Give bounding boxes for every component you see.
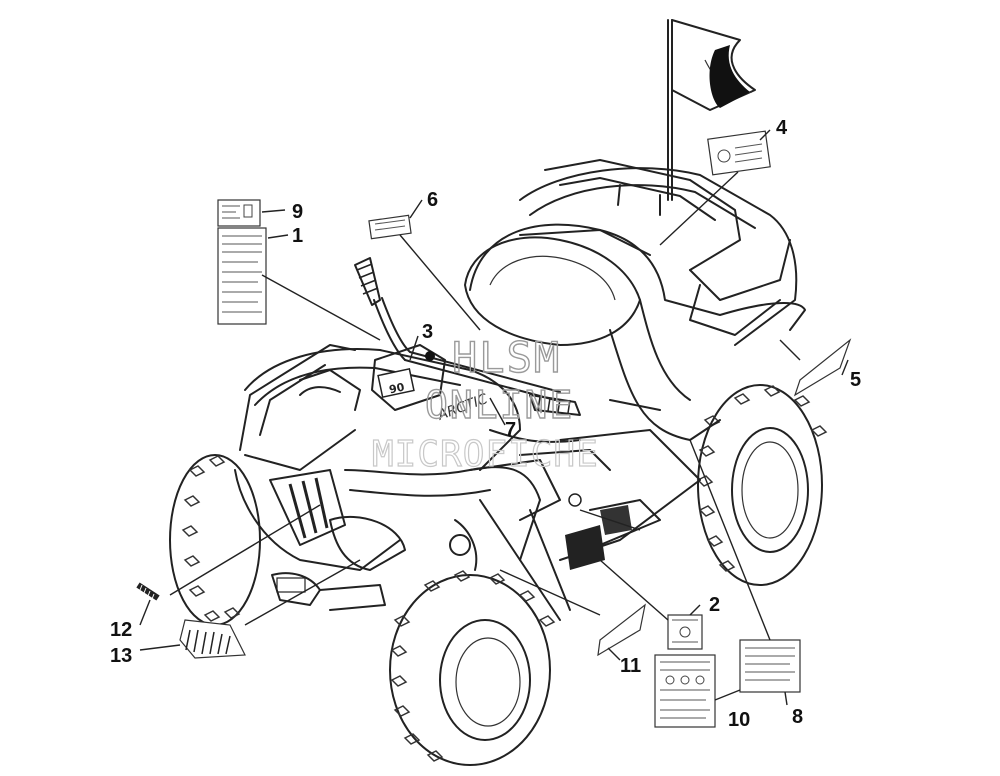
watermark-line-1: HLSM	[452, 333, 561, 382]
safety-flag	[667, 19, 756, 201]
atv-illustration: 90 ARCTIC	[169, 19, 828, 766]
callout-6: 6	[427, 189, 438, 211]
callout-7: 7	[505, 419, 516, 441]
callout-12: 12	[110, 619, 132, 641]
decal-labels	[136, 130, 852, 728]
watermark-line-3: MICROFICHE	[372, 434, 599, 475]
rear-fender	[469, 223, 806, 441]
rear-right-wheel	[696, 384, 828, 586]
decal-5	[793, 338, 852, 397]
decal-12	[136, 582, 160, 601]
front-right-wheel	[389, 570, 556, 766]
leader-lines	[139, 129, 849, 706]
decal-10	[654, 654, 716, 728]
decal-1	[217, 227, 267, 325]
callout-4: 4	[776, 117, 788, 139]
seat	[464, 236, 641, 346]
callout-10: 10	[728, 709, 750, 731]
callout-11: 11	[620, 655, 641, 677]
decal-9	[217, 199, 261, 227]
decal-2	[667, 614, 703, 650]
watermark-line-2: ONLINE	[425, 383, 574, 427]
callout-8: 8	[792, 706, 803, 728]
decal-4	[707, 130, 771, 176]
decal-8	[739, 639, 801, 693]
callout-5: 5	[850, 369, 861, 391]
watermark: HLSM ONLINE MICROFICHE	[371, 332, 599, 475]
decal-6	[368, 214, 412, 240]
front-left-wheel	[169, 454, 261, 626]
speedometer-readout: 90	[388, 380, 406, 396]
footwell	[449, 429, 701, 621]
decal-11	[597, 603, 646, 657]
decal-13	[179, 619, 246, 659]
callout-2: 2	[709, 594, 720, 616]
callout-numbers: 9 1 3 6 4 5 7 2 11 10 8 12 13	[110, 117, 861, 731]
callout-1: 1	[292, 225, 303, 247]
rear-rack	[519, 159, 798, 346]
callout-13: 13	[110, 645, 132, 667]
callout-9: 9	[292, 201, 303, 223]
callout-3: 3	[422, 321, 433, 343]
